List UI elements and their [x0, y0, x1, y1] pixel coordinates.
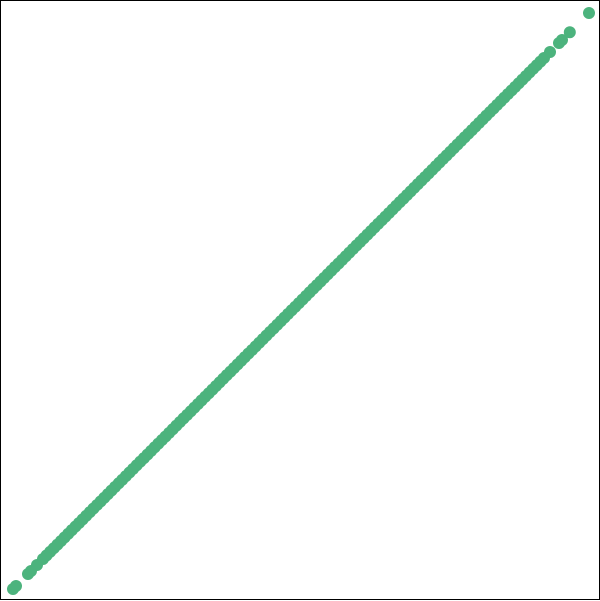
scatter-point: [556, 34, 568, 46]
scatter-point: [544, 46, 556, 58]
scatter-point: [31, 559, 43, 571]
scatter-point: [563, 26, 576, 39]
scatter-point: [10, 580, 22, 592]
scatter-series: [7, 7, 595, 595]
scatter-point: [583, 7, 595, 19]
